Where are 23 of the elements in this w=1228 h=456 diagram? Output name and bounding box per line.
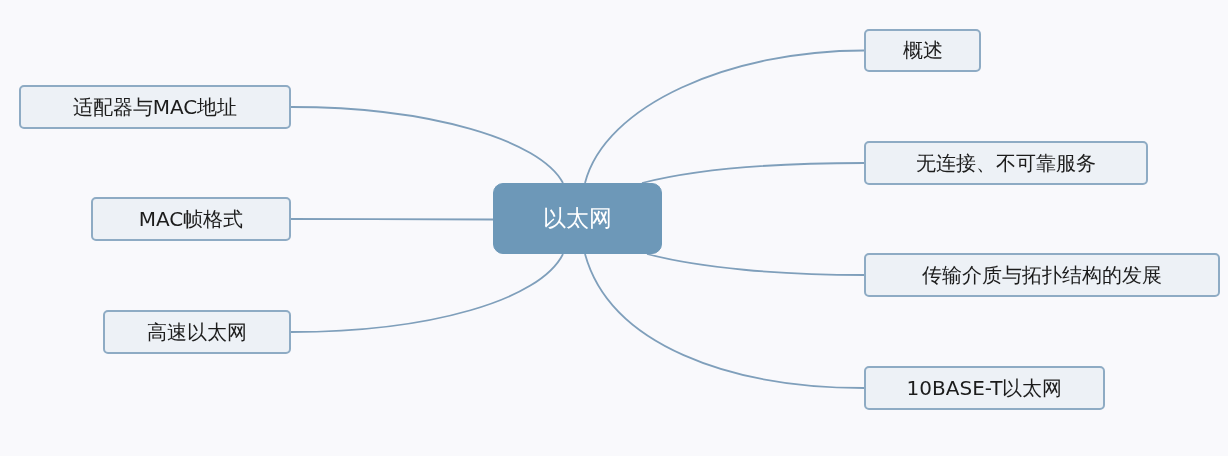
topic-box: [864, 29, 981, 72]
connector-line: [290, 106, 564, 184]
topic-label: 无连接、不可靠服务: [916, 150, 1096, 176]
topic-label: MAC帧格式: [138, 206, 244, 232]
topic-label: 适配器与MAC地址: [72, 94, 238, 120]
connector-line: [646, 253, 865, 276]
topic-box: [864, 141, 1148, 185]
connector-line: [290, 253, 564, 333]
topic-box: [864, 366, 1105, 410]
connector-line: [290, 218, 494, 221]
topic-box: [91, 197, 291, 241]
topic-box: [864, 253, 1220, 297]
central-topic-box: [493, 183, 662, 254]
connector-line: [584, 49, 865, 184]
connector-line: [584, 253, 865, 389]
connector-line: [641, 162, 865, 184]
topic-box: [19, 85, 291, 129]
central-topic-label: 以太网: [543, 204, 612, 233]
topic-label: 概述: [902, 38, 943, 63]
topic-box: [103, 310, 291, 354]
topic-label: 10BASE-T以太网: [906, 375, 1063, 401]
topic-label: 高速以太网: [147, 319, 247, 345]
topic-label: 传输介质与拓扑结构的发展: [922, 262, 1162, 288]
